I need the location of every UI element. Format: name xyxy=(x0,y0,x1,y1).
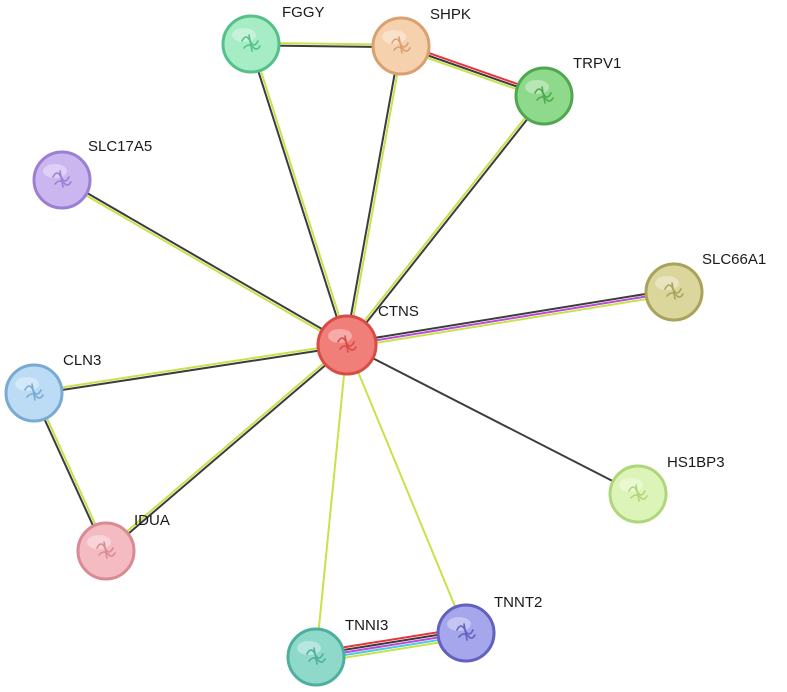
node-slc17a5[interactable]: SLC17A5 xyxy=(32,138,152,210)
node-label: SLC17A5 xyxy=(88,138,152,155)
protein-structure-icon xyxy=(241,34,261,52)
edge-line-textmining xyxy=(345,94,544,345)
protein-structure-icon xyxy=(391,36,411,54)
node-layer: CTNS FGGY SHPK TRPV1SLC17A5SLC66A1CLN3HS1BP… xyxy=(4,4,766,687)
edge-line-textmining xyxy=(346,344,467,634)
node-label: TNNI3 xyxy=(345,617,388,634)
node-cln3[interactable]: CLN3 xyxy=(4,352,101,423)
protein-structure-icon xyxy=(664,282,684,300)
node-tnni3[interactable]: TNNI3 xyxy=(286,617,388,687)
edge-line-textmining xyxy=(347,46,404,346)
node-highlight xyxy=(297,641,321,655)
node-highlight xyxy=(87,535,111,549)
edge-tnnt2-ctns[interactable] xyxy=(346,344,467,634)
node-highlight xyxy=(619,478,643,492)
node-tnnt2[interactable]: TNNT2 xyxy=(436,594,542,663)
edge-line-textmining xyxy=(60,180,347,347)
edge-line-coexpression xyxy=(344,45,401,345)
node-highlight xyxy=(655,276,679,290)
node-highlight xyxy=(328,329,352,343)
node-highlight xyxy=(43,164,67,178)
node-label: CLN3 xyxy=(63,352,101,369)
protein-structure-icon xyxy=(337,335,357,353)
edge-line-coexpression xyxy=(346,344,639,495)
edge-line-coexpression xyxy=(106,345,349,553)
edge-line-coexpression xyxy=(346,288,674,344)
node-trpv1[interactable]: TRPV1 xyxy=(514,55,621,126)
edge-cln3-ctns[interactable] xyxy=(33,342,348,396)
edge-line-coexpression xyxy=(34,345,348,396)
node-fggy[interactable]: FGGY xyxy=(221,4,325,74)
edge-slc17a5-ctns[interactable] xyxy=(60,178,349,347)
node-label: CTNS xyxy=(378,303,419,320)
edge-line-textmining xyxy=(251,43,350,345)
node-label: IDUA xyxy=(134,512,170,529)
edge-idua-ctns[interactable] xyxy=(104,343,349,553)
edge-line-coexpression xyxy=(62,178,349,345)
protein-structure-icon xyxy=(456,623,476,641)
node-highlight xyxy=(447,617,471,631)
edge-line-textmining xyxy=(33,342,347,393)
protein-structure-icon xyxy=(96,541,116,559)
node-highlight xyxy=(15,377,39,391)
edge-layer xyxy=(31,41,675,664)
node-label: TRPV1 xyxy=(573,55,621,72)
protein-structure-icon xyxy=(628,484,648,502)
protein-structure-icon xyxy=(24,383,44,401)
node-label: FGGY xyxy=(282,4,325,21)
node-label: SHPK xyxy=(430,6,471,23)
node-label: TNNT2 xyxy=(494,594,542,611)
edge-hs1bp3-ctns[interactable] xyxy=(346,344,639,495)
edge-shpk-ctns[interactable] xyxy=(344,45,404,346)
edge-line-coexpression xyxy=(248,44,347,346)
edge-line-textmining xyxy=(104,343,347,551)
node-slc66a1[interactable]: SLC66A1 xyxy=(644,251,766,322)
edge-line-textmining xyxy=(315,344,348,658)
protein-structure-icon xyxy=(306,647,326,665)
edge-trpv1-ctns[interactable] xyxy=(345,94,546,347)
protein-structure-icon xyxy=(534,86,554,104)
node-shpk[interactable]: SHPK xyxy=(371,6,471,76)
edge-line-homology xyxy=(346,291,675,346)
node-highlight xyxy=(232,28,256,42)
edge-tnni3-ctns[interactable] xyxy=(315,344,348,658)
node-label: SLC66A1 xyxy=(702,251,766,268)
node-idua[interactable]: IDUA xyxy=(76,512,170,581)
node-highlight xyxy=(382,30,406,44)
edge-fggy-ctns[interactable] xyxy=(248,43,350,346)
edge-line-coexpression xyxy=(347,96,546,347)
node-ctns[interactable]: CTNS xyxy=(316,303,419,376)
edge-slc66a1-ctns[interactable] xyxy=(346,288,675,349)
node-hs1bp3[interactable]: HS1BP3 xyxy=(608,454,725,524)
protein-structure-icon xyxy=(52,170,72,188)
edge-line-textmining xyxy=(347,293,675,349)
node-label: HS1BP3 xyxy=(667,454,725,471)
node-highlight xyxy=(525,80,549,94)
